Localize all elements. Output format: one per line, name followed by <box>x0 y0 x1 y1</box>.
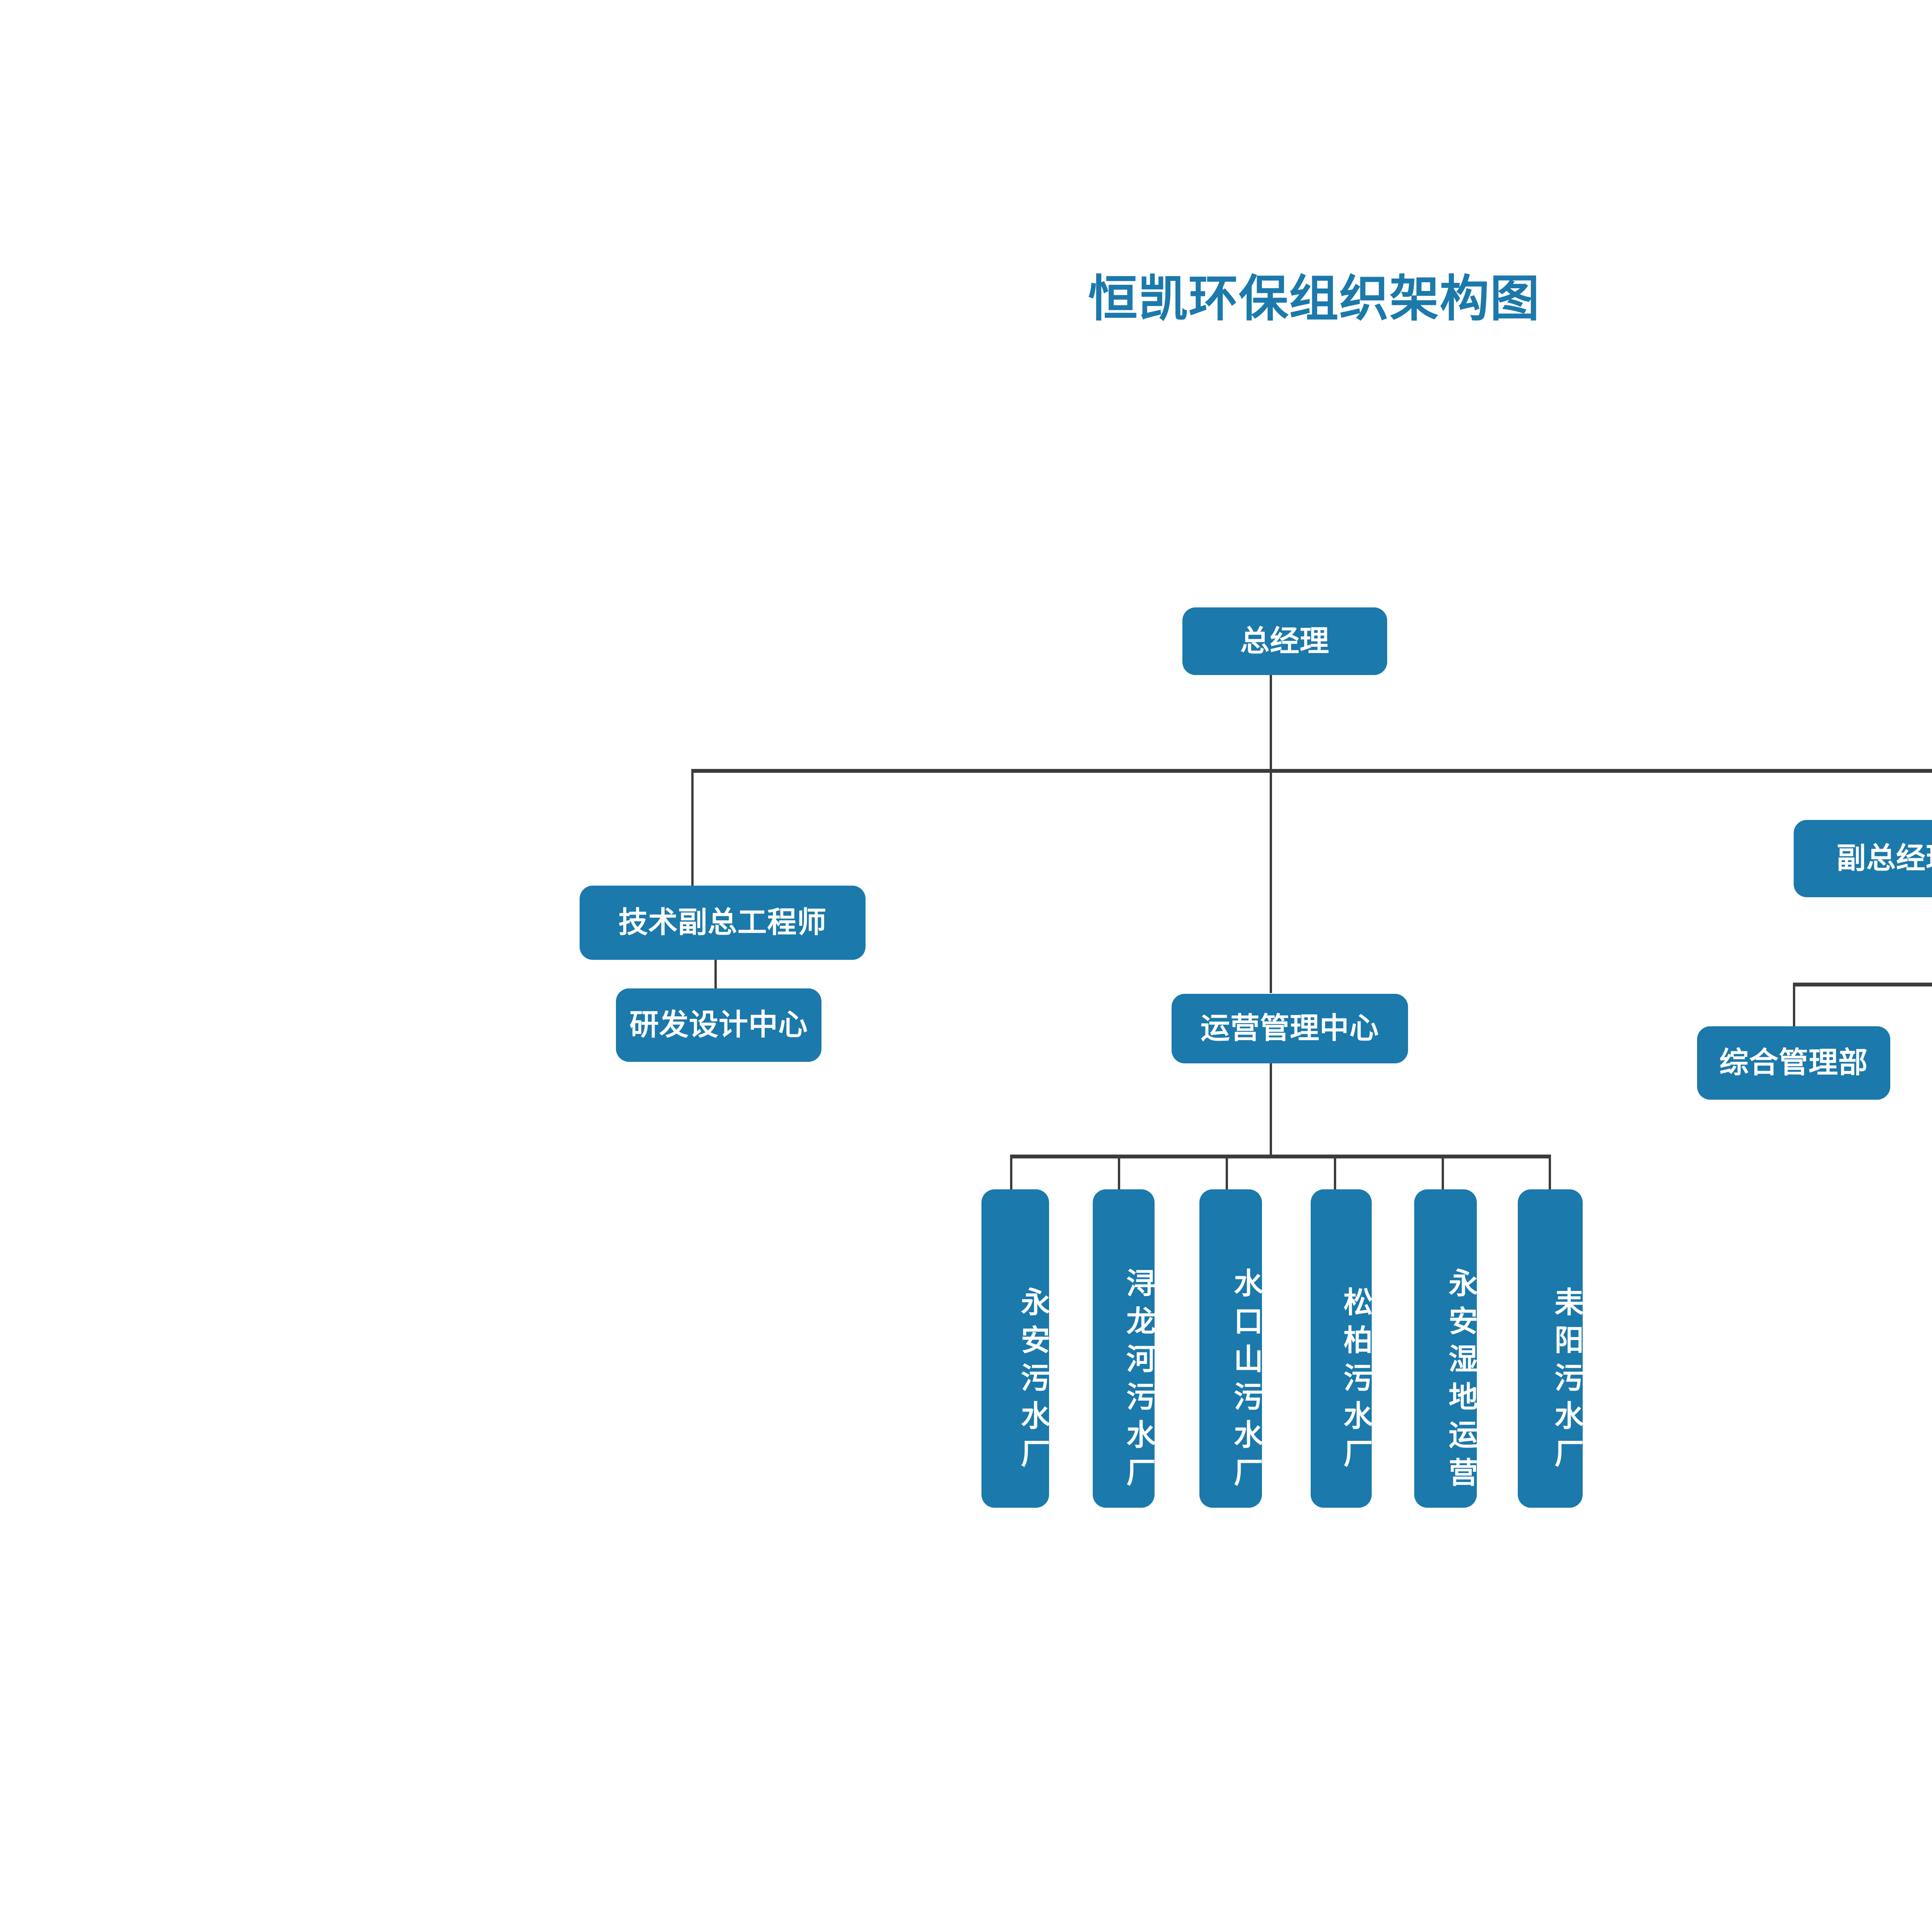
org-node-shuikoushan-wastewater-plant[interactable]: 水口山污水厂 <box>1199 1189 1262 1508</box>
connector-drop-cto <box>691 769 694 886</box>
connector-drop-plant6 <box>1549 1155 1551 1190</box>
connector-level2-bus <box>691 769 1932 773</box>
org-node-technical-deputy-chief-engineer[interactable]: 技术副总工程师 <box>580 886 866 960</box>
org-node-operations-management-center[interactable]: 运营管理中心 <box>1172 994 1408 1063</box>
connector-plants-bus <box>1010 1155 1551 1158</box>
connector-drop-plant3 <box>1226 1155 1228 1190</box>
connector-drop-admin <box>1793 983 1795 1027</box>
org-node-general-administration-dept[interactable]: 综合管理部 <box>1697 1026 1890 1100</box>
connector-drop-opcenter <box>1270 769 1272 993</box>
org-node-leiyang-wastewater-plant[interactable]: 耒阳污水厂 <box>1518 1189 1583 1508</box>
page-title: 恒凯环保组织架构图 <box>1088 271 1540 327</box>
org-node-yongan-wastewater-plant[interactable]: 永安污水厂 <box>981 1189 1049 1508</box>
connector-opcenter-stem <box>1270 1063 1272 1157</box>
org-node-songbai-wastewater-plant[interactable]: 松柏污水厂 <box>1311 1189 1372 1508</box>
connector-drop-plant5 <box>1442 1155 1444 1190</box>
org-node-general-manager[interactable]: 总经理 <box>1182 607 1387 675</box>
org-node-xunlonghe-wastewater-plant[interactable]: 浔龙河污水厂 <box>1093 1189 1155 1508</box>
org-node-yongan-wetland-operations[interactable]: 永安湿地运营 <box>1414 1189 1477 1508</box>
connector-drop-plant2 <box>1118 1155 1120 1190</box>
connector-gm-stem <box>1270 674 1272 772</box>
connector-drop-plant4 <box>1334 1155 1336 1190</box>
org-node-deputy-general-manager[interactable]: 副总经理 <box>1794 820 1932 897</box>
connector-dgm-bus <box>1793 983 1932 986</box>
org-node-rnd-design-center[interactable]: 研发设计中心 <box>616 988 821 1062</box>
connector-drop-plant1 <box>1010 1155 1012 1190</box>
connector-cto-rnd <box>714 959 717 989</box>
